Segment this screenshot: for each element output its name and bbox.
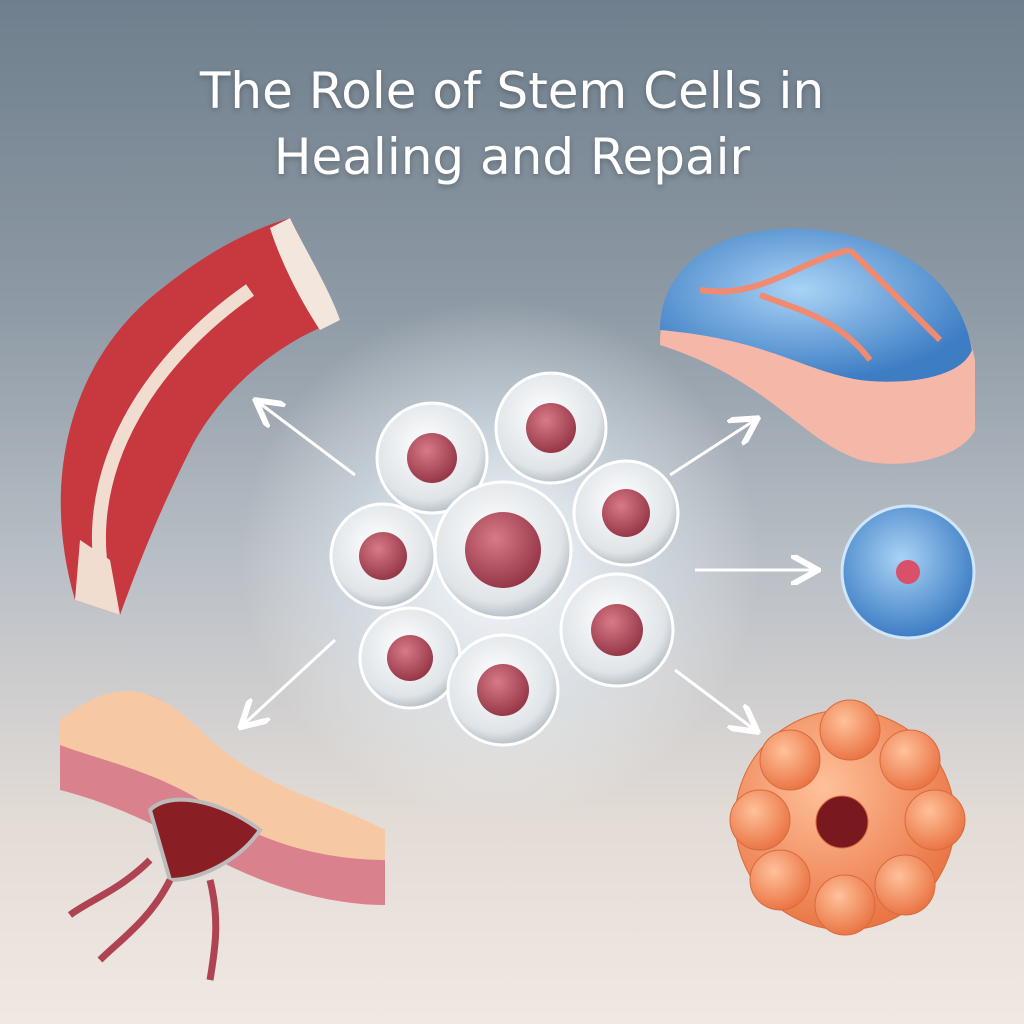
stem-cell-cluster: [329, 371, 680, 747]
title-line-1: The Role of Stem Cells in: [199, 62, 825, 120]
arrow-to-wound: [243, 638, 337, 725]
stem-cell: [375, 401, 489, 515]
arrow-to-fat-cells: [674, 668, 755, 730]
arrow-to-muscle: [258, 402, 356, 477]
vascular-tissue: [660, 228, 975, 464]
stem-cell: [329, 502, 437, 610]
muscle-tissue: [60, 218, 340, 615]
stem-cell-large: [433, 480, 573, 620]
arrow-to-blue-tissue: [669, 420, 755, 477]
diagram-title: The Role of Stem Cells in Healing and Re…: [0, 58, 1024, 190]
stem-cell: [572, 459, 680, 567]
stem-cell: [358, 606, 462, 710]
stem-cell: [559, 572, 675, 688]
differentiation-arrows: [243, 402, 815, 730]
stem-cell: [494, 371, 608, 485]
blue-cell: [840, 504, 976, 640]
fat-cell-cluster: [729, 699, 966, 936]
wounded-skin-tissue: [60, 691, 385, 981]
title-line-2: Healing and Repair: [273, 128, 751, 186]
stem-cell: [446, 633, 560, 747]
